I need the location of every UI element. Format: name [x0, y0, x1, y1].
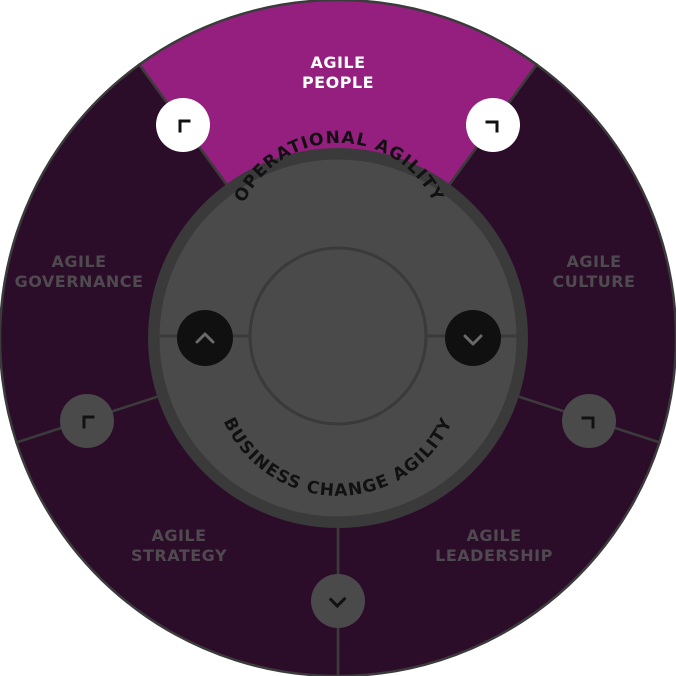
corner-arrow-icon	[82, 415, 95, 429]
corner-arrow-icon	[485, 120, 499, 133]
central-hub: OPERATIONAL AGILITY BUSINESS CHANGE AGIL…	[148, 128, 528, 528]
hub-down-button[interactable]	[445, 310, 501, 366]
corner-arrow-icon	[178, 119, 191, 133]
corner-arrow-icon	[581, 416, 595, 429]
ring-button-people-left[interactable]	[156, 98, 210, 152]
ring-button-left[interactable]	[60, 394, 114, 448]
corner-arrow-icon	[328, 596, 347, 609]
segment-label-line1: AGILE	[151, 526, 206, 545]
chevron-up-icon	[195, 332, 215, 344]
segment-label-line2: GOVERNANCE	[15, 272, 144, 291]
hub-inner-circle	[248, 246, 428, 426]
segment-label-line2: STRATEGY	[131, 546, 227, 565]
segment-label-line2: PEOPLE	[302, 73, 374, 92]
segment-label-line1: AGILE	[310, 53, 365, 72]
segment-label-line1: AGILE	[566, 252, 621, 271]
ring-button-bottom[interactable]	[311, 574, 365, 628]
segment-label-line1: AGILE	[466, 526, 521, 545]
segment-label-line2: CULTURE	[553, 272, 636, 291]
ring-button-right[interactable]	[562, 394, 616, 448]
segment-label-line2: LEADERSHIP	[435, 546, 553, 565]
ring-button-people-right[interactable]	[466, 98, 520, 152]
segment-label-line1: AGILE	[51, 252, 106, 271]
chevron-down-icon	[463, 334, 483, 346]
hub-up-button[interactable]	[177, 310, 233, 366]
